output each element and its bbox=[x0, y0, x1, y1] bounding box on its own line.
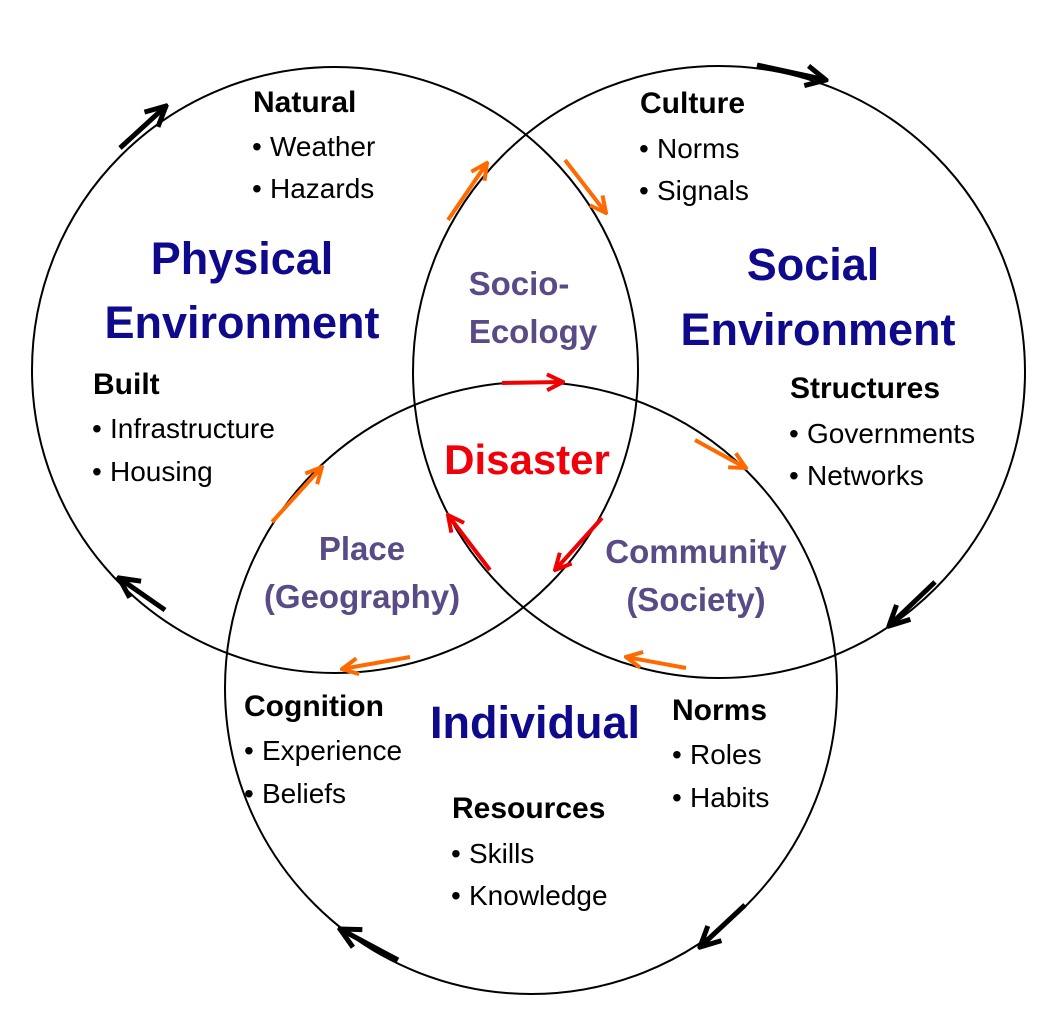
bullet: • bbox=[244, 778, 254, 809]
culture-item: Norms bbox=[657, 133, 739, 164]
arrow-icon bbox=[555, 516, 604, 570]
culture-heading: Culture bbox=[640, 87, 745, 120]
center-arrows bbox=[448, 382, 604, 572]
arrow-icon bbox=[889, 580, 937, 626]
physical-title-line2: Environment bbox=[104, 297, 379, 348]
cognition-item: Beliefs bbox=[262, 778, 346, 809]
built-item: Infrastructure bbox=[110, 413, 275, 444]
norms-item: Roles bbox=[690, 739, 762, 770]
arrow-icon bbox=[342, 655, 411, 669]
arrow-icon bbox=[448, 515, 492, 572]
built-item: Housing bbox=[110, 456, 213, 487]
arrow-icon bbox=[563, 158, 606, 213]
norms-heading: Norms bbox=[672, 694, 767, 727]
bullet: • bbox=[252, 173, 262, 204]
arrow-icon bbox=[694, 438, 746, 468]
bullet: • bbox=[789, 418, 799, 449]
social-environment-circle bbox=[412, 65, 1026, 679]
culture-item: Signals bbox=[657, 175, 749, 206]
arrow-icon bbox=[501, 382, 563, 383]
resources-item: Knowledge bbox=[469, 880, 608, 911]
structures-item: Governments bbox=[807, 418, 975, 449]
community-line2: (Society) bbox=[626, 581, 765, 618]
socio-ecology-line1: Socio- bbox=[469, 265, 570, 302]
disaster-label: Disaster bbox=[444, 436, 610, 483]
bullet: • bbox=[244, 735, 254, 766]
arrow-icon bbox=[119, 578, 167, 613]
outer-arrows bbox=[118, 62, 937, 963]
built-heading: Built bbox=[93, 368, 160, 401]
bullet: • bbox=[92, 413, 102, 444]
arrow-icon bbox=[700, 903, 747, 947]
bullet: • bbox=[789, 460, 799, 491]
cognition-item: Experience bbox=[262, 735, 402, 766]
bullet: • bbox=[672, 739, 682, 770]
bullet: • bbox=[639, 175, 649, 206]
bullet: • bbox=[252, 131, 262, 162]
social-title-line2: Environment bbox=[680, 304, 955, 355]
arrow-icon bbox=[340, 929, 400, 963]
social-title-line1: Social bbox=[747, 239, 880, 290]
structures-item: Networks bbox=[807, 460, 924, 491]
bullet: • bbox=[672, 782, 682, 813]
bullet: • bbox=[451, 880, 461, 911]
pair-arrows bbox=[270, 158, 746, 670]
resources-heading: Resources bbox=[452, 792, 605, 825]
place-line1: Place bbox=[319, 530, 405, 567]
cognition-heading: Cognition bbox=[244, 690, 384, 723]
natural-item: Hazards bbox=[270, 173, 374, 204]
norms-item: Habits bbox=[690, 782, 769, 813]
arrow-icon bbox=[446, 163, 487, 222]
socio-ecology-line2: Ecology bbox=[469, 313, 598, 350]
physical-environment-circle bbox=[31, 66, 639, 674]
natural-item: Weather bbox=[270, 131, 375, 162]
natural-heading: Natural bbox=[253, 86, 356, 119]
arrow-icon bbox=[626, 657, 687, 670]
arrow-icon bbox=[756, 62, 826, 80]
arrow-icon bbox=[118, 106, 166, 150]
resources-item: Skills bbox=[469, 838, 534, 869]
place-line2: (Geography) bbox=[264, 578, 460, 615]
individual-title: Individual bbox=[430, 697, 640, 748]
community-line1: Community bbox=[605, 533, 787, 570]
bullet: • bbox=[92, 456, 102, 487]
bullet: • bbox=[639, 133, 649, 164]
bullet: • bbox=[451, 838, 461, 869]
structures-heading: Structures bbox=[790, 372, 940, 405]
arrow-icon bbox=[270, 467, 322, 524]
physical-title-line1: Physical bbox=[151, 233, 334, 284]
